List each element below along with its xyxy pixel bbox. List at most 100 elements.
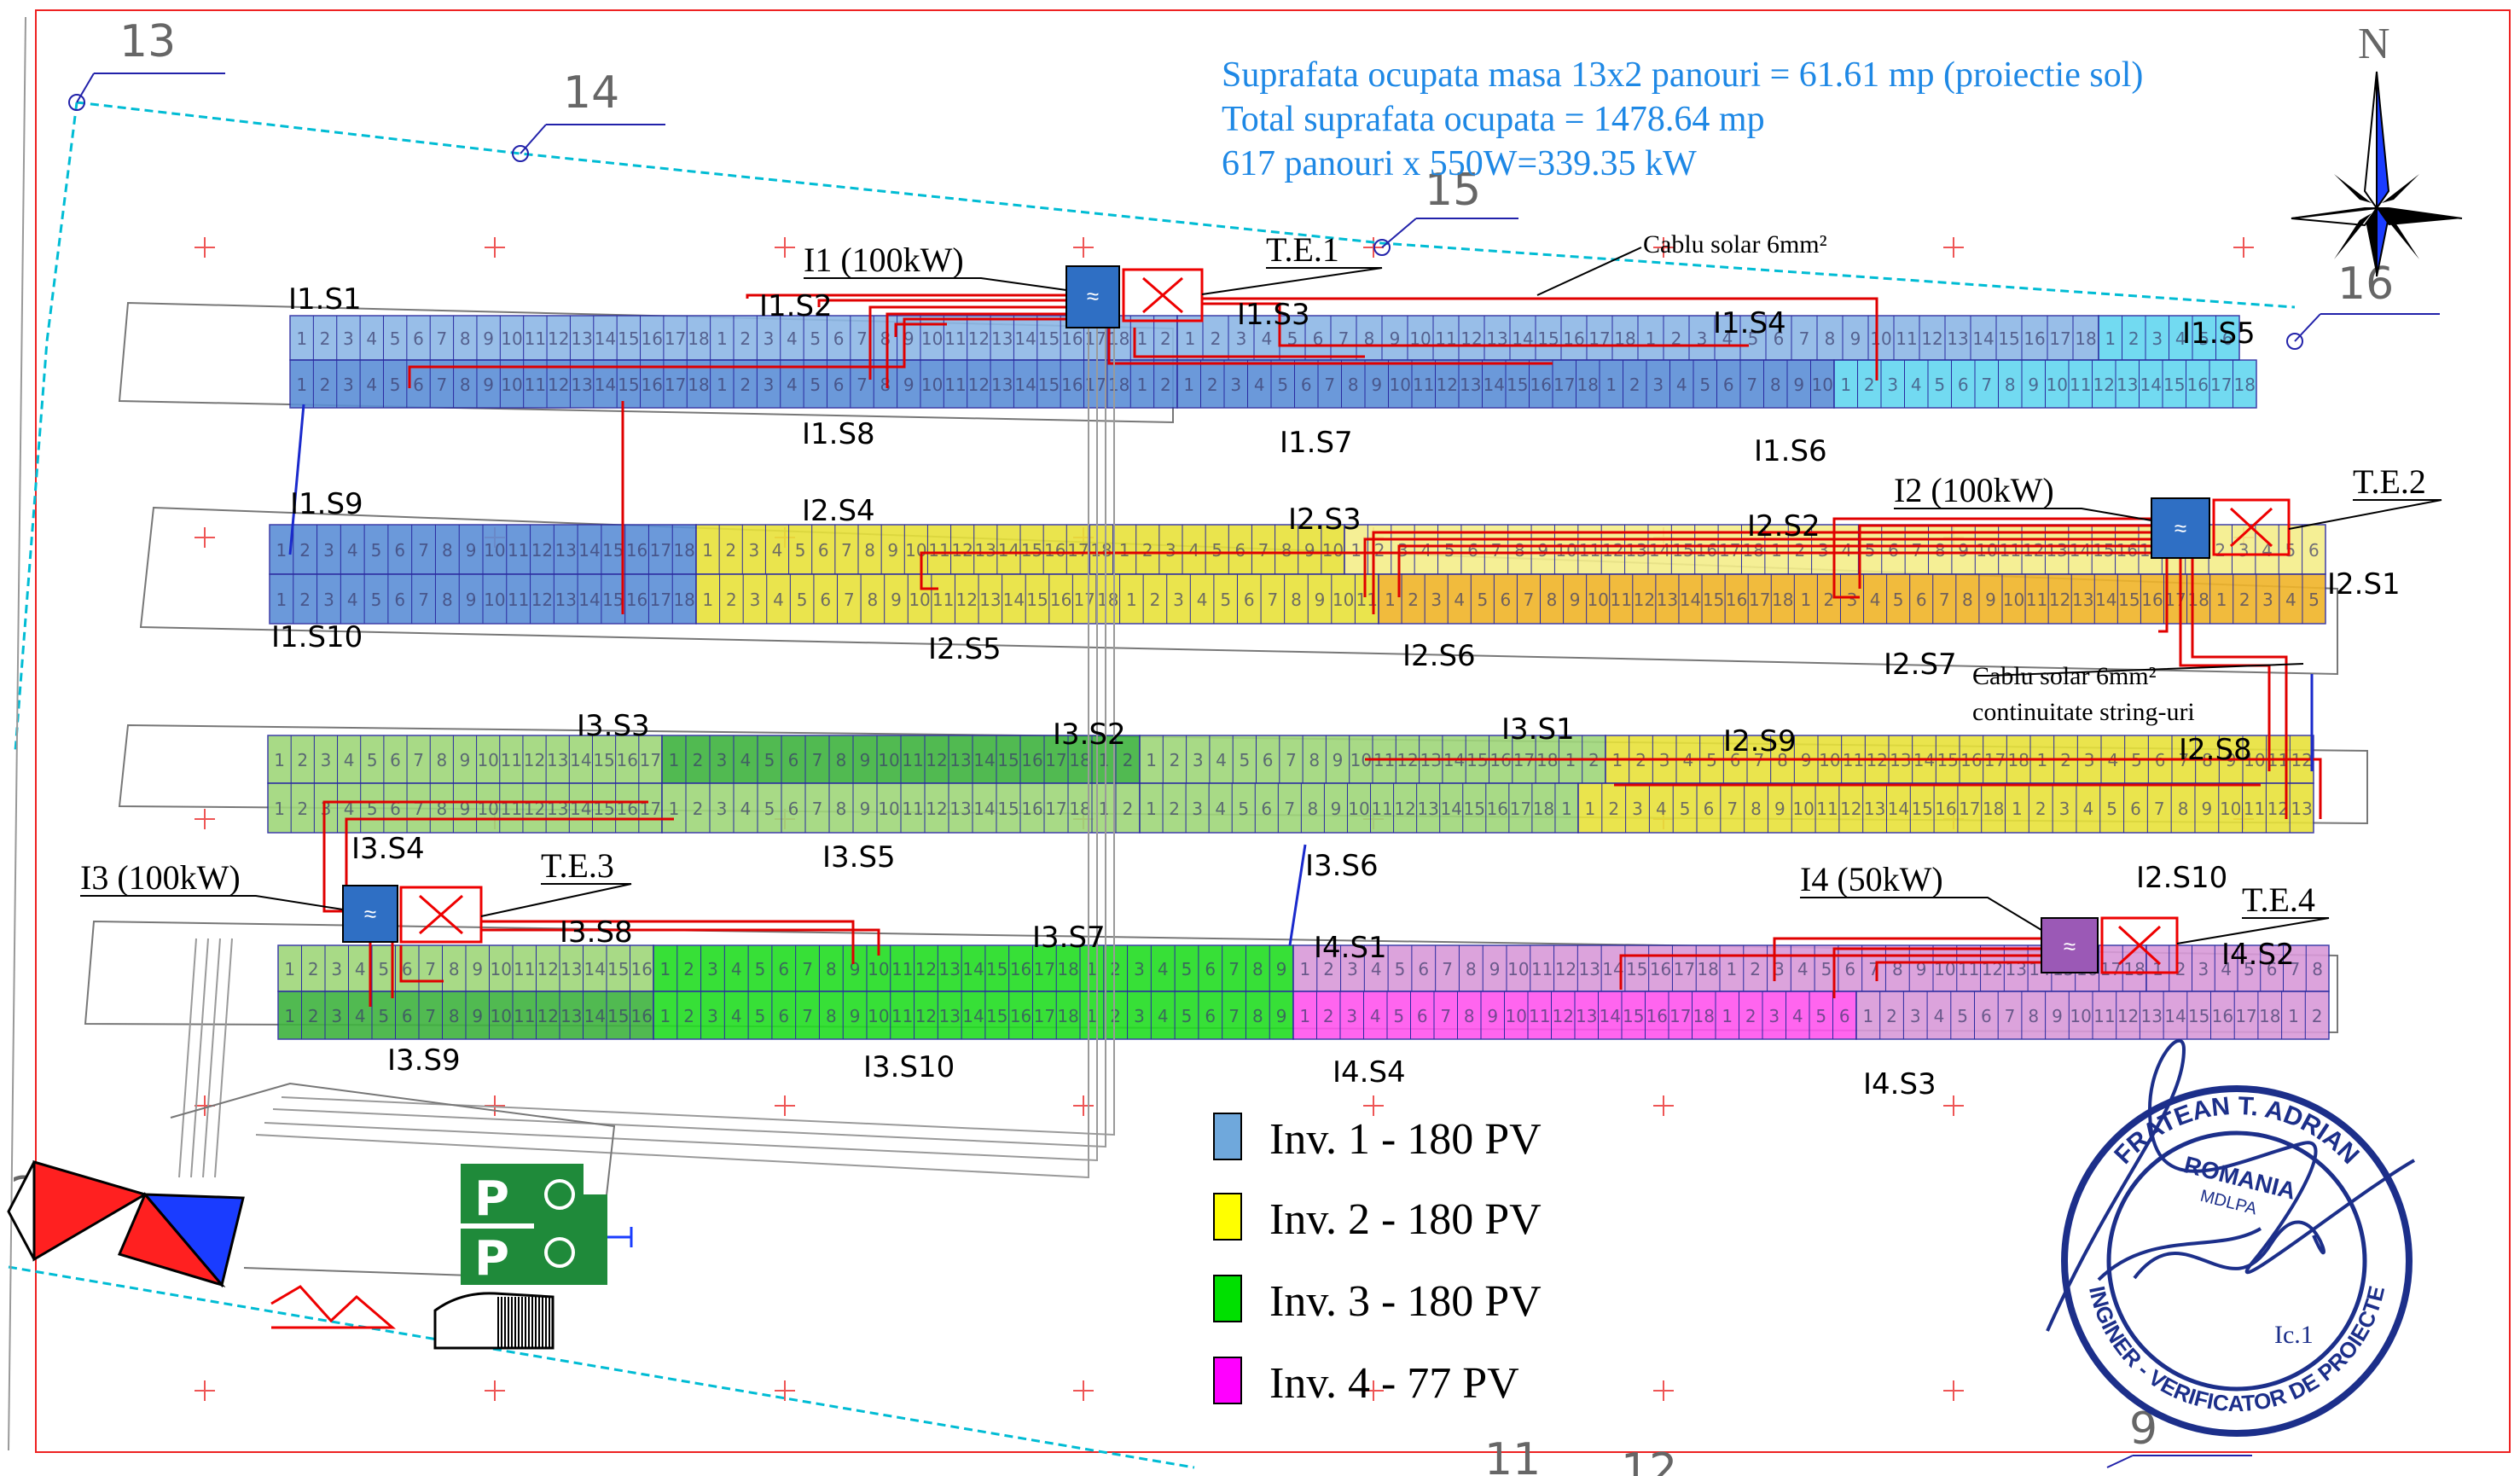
panel: 10	[501, 375, 522, 395]
string-label: I1.S1	[288, 282, 362, 317]
panel: 3	[2262, 590, 2273, 610]
dc-cable	[2179, 558, 2271, 771]
panel: 6	[1263, 750, 1274, 770]
panel: 5	[1238, 799, 1249, 819]
panel: 5	[1934, 375, 1945, 395]
panel: 2	[740, 328, 751, 349]
panel: 16	[1010, 1006, 1031, 1026]
panel: 13	[949, 799, 971, 819]
panel: 1	[2288, 1006, 2299, 1026]
panel: 7	[1440, 1006, 1451, 1026]
leader-lines	[80, 247, 2442, 944]
parcel-point-13: 13	[119, 16, 176, 67]
panel: 8	[1308, 799, 1319, 819]
string-label: I4.S3	[1863, 1067, 1936, 1101]
parking-label-1: P	[474, 1171, 509, 1227]
panel: 10	[878, 799, 899, 819]
panel: 16	[1021, 750, 1042, 770]
distribution-box-te4[interactable]	[2100, 916, 2179, 974]
panel: 10	[1870, 328, 1891, 349]
grid-cross	[195, 237, 215, 258]
string-label: I1.S2	[759, 289, 833, 323]
panel: 17	[1067, 540, 1089, 561]
panel: 18	[2187, 590, 2209, 610]
dc-cable	[817, 299, 1066, 307]
panel: 9	[2028, 375, 2039, 395]
panel: 11	[525, 375, 546, 395]
inverter-i1[interactable]: ≈	[1065, 265, 1120, 328]
panel: 3	[331, 959, 342, 979]
panel: 17	[1749, 590, 1770, 610]
distribution-box-te3[interactable]	[399, 886, 483, 944]
inverter-i2[interactable]: ≈	[2151, 497, 2210, 559]
panel: 18	[1069, 799, 1090, 819]
north-arrow: N	[2291, 20, 2463, 277]
panel: 5	[1277, 375, 1288, 395]
panel: 13	[560, 1006, 582, 1026]
panel: 11	[1529, 1006, 1550, 1026]
panel: 5	[764, 750, 775, 770]
panel: 11	[501, 750, 522, 770]
distribution-box-te2[interactable]	[2212, 498, 2291, 556]
panel: 4	[344, 750, 355, 770]
panel: 16	[2141, 590, 2163, 610]
dc-cable	[1875, 961, 2041, 981]
panel: 4	[344, 799, 355, 819]
panel: 1	[276, 590, 287, 610]
panel: 8	[1252, 1006, 1263, 1026]
grid-cross	[195, 1380, 215, 1401]
panel: 7	[2290, 959, 2301, 979]
ac-cable	[272, 328, 1106, 1148]
panel: 3	[1774, 959, 1785, 979]
legend-item-inv1: Inv. 1 - 180 PV	[1213, 1109, 1725, 1164]
inverter-i3[interactable]: ≈	[342, 885, 398, 943]
panel: 8	[1291, 590, 1302, 610]
panel: 12	[1634, 590, 1655, 610]
panel: 9	[1850, 328, 1861, 349]
string-label: I2.S8	[2179, 733, 2252, 767]
panel: 3	[707, 1006, 718, 1026]
distribution-box-te1[interactable]	[1122, 268, 1204, 323]
dc-cable	[746, 293, 1066, 299]
panel: 7	[1799, 328, 1810, 349]
panel: 3	[717, 799, 728, 819]
panel: 8	[1825, 328, 1836, 349]
panel: 1	[702, 540, 713, 561]
panel: 5	[378, 1006, 389, 1026]
panel: 3	[1431, 590, 1442, 610]
panel: 18	[1697, 959, 1718, 979]
dc-cable	[1133, 328, 1365, 358]
panel: 14	[998, 540, 1019, 561]
panel: 3	[764, 328, 775, 349]
string-jumper	[288, 404, 305, 555]
panel: 15	[2188, 1006, 2209, 1026]
panel: 8	[2312, 959, 2323, 979]
panel: 15	[607, 1006, 629, 1026]
panel: 2	[725, 540, 736, 561]
legend-label: Inv. 2 - 180 PV	[1269, 1195, 1542, 1244]
panel: 4	[2082, 799, 2093, 819]
panel: 10	[1812, 375, 1833, 395]
legend-item-inv3: Inv. 3 - 180 PV	[1213, 1271, 1725, 1326]
string-label: I1.S6	[1754, 434, 1827, 468]
inverter-i4[interactable]: ≈	[2041, 917, 2099, 973]
panel: 17	[650, 540, 671, 561]
panel: 11	[932, 590, 954, 610]
panel: 11	[2244, 799, 2265, 819]
panel: 1	[1840, 375, 1851, 395]
parcel-boundary	[76, 101, 2296, 309]
dc-cable	[399, 945, 444, 983]
panel: 5	[755, 959, 766, 979]
panel: 1	[1119, 540, 1130, 561]
panel: 13	[2116, 375, 2138, 395]
string-label: I2.S5	[928, 632, 1002, 666]
string-label: I1.S3	[1237, 298, 1310, 332]
dc-cable	[1372, 531, 2209, 614]
panel: 5	[1865, 540, 1876, 561]
